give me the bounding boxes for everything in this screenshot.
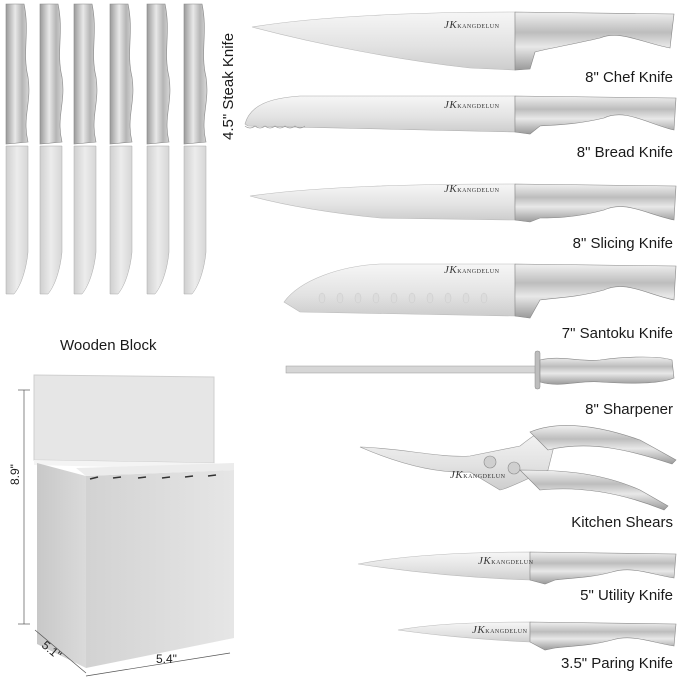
steak-knife-icon bbox=[109, 3, 134, 295]
item-label-sharpener: 8" Sharpener bbox=[585, 401, 673, 418]
chef-knife-icon bbox=[251, 11, 675, 71]
bread-knife-icon bbox=[244, 95, 677, 135]
knife-block-icon bbox=[18, 374, 234, 677]
slicing-knife-icon bbox=[249, 183, 677, 223]
kitchen-shears-icon bbox=[359, 425, 677, 511]
steak-knife-icon bbox=[39, 3, 64, 295]
steak-knife-icon bbox=[146, 3, 171, 295]
brand-logo: JKKANGDELUN bbox=[444, 183, 500, 195]
steak-knife bbox=[145, 2, 171, 296]
paring-knife-icon bbox=[397, 621, 677, 651]
steak-knife bbox=[108, 2, 134, 296]
steak-knife-icon bbox=[183, 3, 208, 295]
steak-knife bbox=[182, 2, 208, 296]
item-label-santoku-knife: 7" Santoku Knife bbox=[561, 325, 673, 342]
brand-logo: JKKANGDELUN bbox=[444, 99, 500, 111]
item-label-chef-knife: 8" Chef Knife bbox=[585, 69, 673, 86]
steak-knife-icon bbox=[73, 3, 98, 295]
utility-knife-icon bbox=[357, 551, 677, 585]
item-label-slicing-knife: 8" Slicing Knife bbox=[572, 235, 673, 252]
item-label-utility-knife: 5" Utility Knife bbox=[580, 587, 673, 604]
item-label-paring-knife: 3.5" Paring Knife bbox=[560, 655, 673, 672]
brand-logo: JKKANGDELUN bbox=[444, 19, 500, 31]
brand-logo: JKKANGDELUN bbox=[478, 555, 534, 567]
santoku-knife-icon bbox=[283, 263, 677, 319]
brand-logo: JKKANGDELUN bbox=[450, 469, 506, 481]
sharpener-icon bbox=[285, 350, 675, 390]
steak-knife bbox=[4, 2, 30, 296]
steak-knife-icon bbox=[5, 3, 30, 295]
item-label-kitchen-shears: Kitchen Shears bbox=[571, 514, 673, 531]
item-label-bread-knife: 8" Bread Knife bbox=[576, 144, 673, 161]
brand-logo: JKKANGDELUN bbox=[472, 624, 528, 636]
brand-logo: JKKANGDELUN bbox=[444, 264, 500, 276]
steak-knife bbox=[38, 2, 64, 296]
block-title: Wooden Block bbox=[60, 337, 157, 354]
block-width-label: 5.4" bbox=[156, 652, 177, 666]
steak-knife bbox=[72, 2, 98, 296]
